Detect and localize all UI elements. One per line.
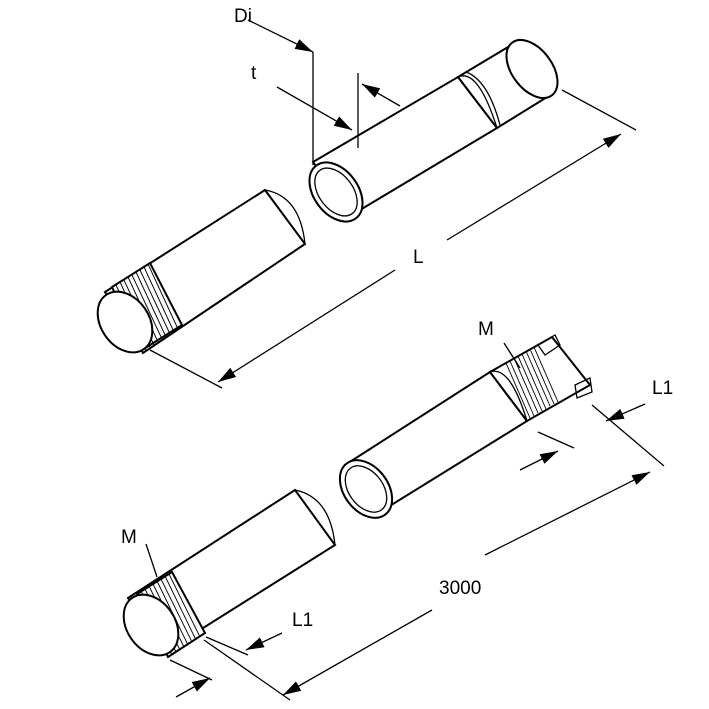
- overall-length-label: 3000: [439, 578, 481, 599]
- length-label: L: [413, 247, 424, 268]
- inner-diameter-dimension: [247, 19, 314, 165]
- thread-label-bottom: M: [121, 527, 137, 548]
- length-dimension: [149, 89, 637, 389]
- thread-length-dimension-top: [519, 403, 665, 471]
- inner-diameter-label: Di: [234, 6, 252, 27]
- bottom-left-pipe-section: [122, 488, 337, 659]
- overall-length-dimension: [203, 471, 651, 701]
- thread-label-top: M: [478, 319, 494, 340]
- top-right-pipe-section: [308, 39, 559, 223]
- thread-leader-bottom: [145, 543, 158, 578]
- bottom-right-pipe-section: [338, 334, 593, 519]
- top-pipe-assembly: [96, 19, 637, 389]
- wall-thickness-label: t: [251, 63, 257, 84]
- thread-length-label-bottom: L1: [292, 610, 313, 631]
- socket-thread-hatch: [505, 346, 559, 419]
- wall-thickness-dimension: [276, 73, 401, 148]
- thread-length-dimension-bottom: [169, 632, 283, 698]
- top-left-pipe-section: [96, 188, 307, 355]
- thread-length-label-top: L1: [652, 378, 673, 399]
- bottom-pipe-assembly: [122, 334, 665, 701]
- thread-leader-top: [503, 342, 521, 369]
